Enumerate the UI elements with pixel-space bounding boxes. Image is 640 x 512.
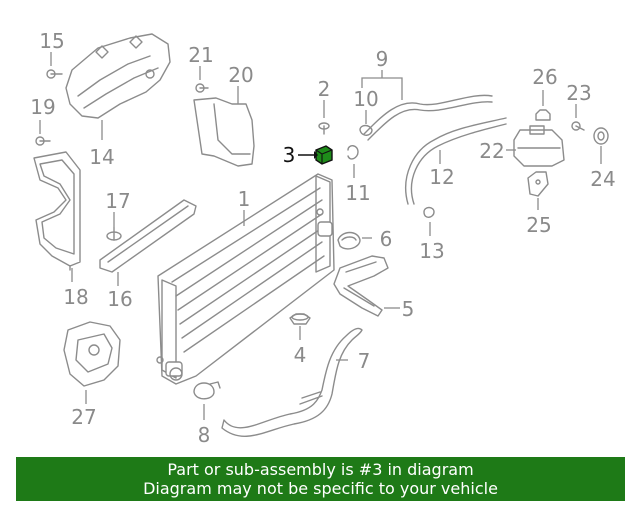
part-1-radiator[interactable]: [156, 173, 335, 385]
callout-2: 2: [318, 77, 331, 101]
part-5-upper-hose[interactable]: [333, 255, 389, 317]
callout-11: 11: [345, 181, 370, 205]
callout-17: 17: [105, 189, 130, 213]
callout-5: 5: [402, 297, 415, 321]
part-3-mount-bushing[interactable]: [315, 145, 333, 165]
callout-9: 9: [376, 47, 389, 71]
part-20-shield[interactable]: [193, 97, 255, 167]
callout-24: 24: [590, 167, 615, 191]
callout-20: 20: [228, 63, 253, 87]
part-info-banner: Part or sub-assembly is #3 in diagram Di…: [16, 457, 625, 501]
part-18-seal[interactable]: [33, 151, 81, 271]
callout-4: 4: [294, 343, 307, 367]
part-13-clamp[interactable]: [423, 206, 435, 218]
part-3-arrowhead: [314, 151, 318, 159]
part-6-clamp[interactable]: [337, 231, 361, 250]
callout-25: 25: [526, 213, 551, 237]
part-7-lower-hose[interactable]: [221, 327, 363, 437]
part-27-bracket-block[interactable]: [63, 321, 121, 387]
part-10-clamp[interactable]: [359, 124, 373, 136]
part-8-clamp[interactable]: [193, 381, 221, 400]
callout-labels: 1 2 3 4 5 6 7 8 9 10 11 12 13 14 15 16 1…: [30, 29, 615, 447]
callout-18: 18: [63, 285, 88, 309]
part-25-bracket[interactable]: [527, 171, 549, 197]
part-22-reservoir-tank[interactable]: [513, 125, 565, 167]
part-4-grommet[interactable]: [289, 313, 311, 325]
part-23-bolt[interactable]: [571, 121, 585, 131]
part-16-support-bar[interactable]: [99, 199, 197, 273]
part-26-cap[interactable]: [535, 109, 551, 121]
callout-26: 26: [532, 65, 557, 89]
callout-10: 10: [353, 87, 378, 111]
parts-diagram: 1 2 3 4 5 6 7 8 9 10 11 12 13 14 15 16 1…: [30, 29, 615, 447]
part-2-bolt[interactable]: [318, 122, 330, 135]
callout-23: 23: [566, 81, 591, 105]
callout-27: 27: [71, 405, 96, 429]
callout-13: 13: [419, 239, 444, 263]
banner-line-part: Part or sub-assembly is #3 in diagram: [167, 460, 474, 479]
callout-12: 12: [429, 165, 454, 189]
part-24-grommet[interactable]: [593, 127, 609, 145]
banner-line-disclaimer: Diagram may not be specific to your vehi…: [143, 479, 498, 498]
callout-8: 8: [198, 423, 211, 447]
callout-3: 3: [283, 143, 296, 167]
callout-15: 15: [39, 29, 64, 53]
part-11-clip[interactable]: [347, 145, 359, 160]
part-21-bolt[interactable]: [195, 83, 209, 93]
part-15-bolt[interactable]: [46, 69, 63, 79]
part-9-overflow-hose[interactable]: [363, 94, 493, 141]
callout-1: 1: [238, 187, 251, 211]
callout-6: 6: [380, 227, 393, 251]
callout-19: 19: [30, 95, 55, 119]
callout-22: 22: [479, 139, 504, 163]
callout-16: 16: [107, 287, 132, 311]
callout-14: 14: [89, 145, 114, 169]
callout-21: 21: [188, 43, 213, 67]
callout-7: 7: [358, 349, 371, 373]
part-12-reservoir-hose[interactable]: [405, 117, 507, 205]
part-14-engine-cover[interactable]: [65, 33, 171, 119]
part-17-clip[interactable]: [106, 227, 122, 241]
part-19-bolt[interactable]: [35, 136, 51, 146]
